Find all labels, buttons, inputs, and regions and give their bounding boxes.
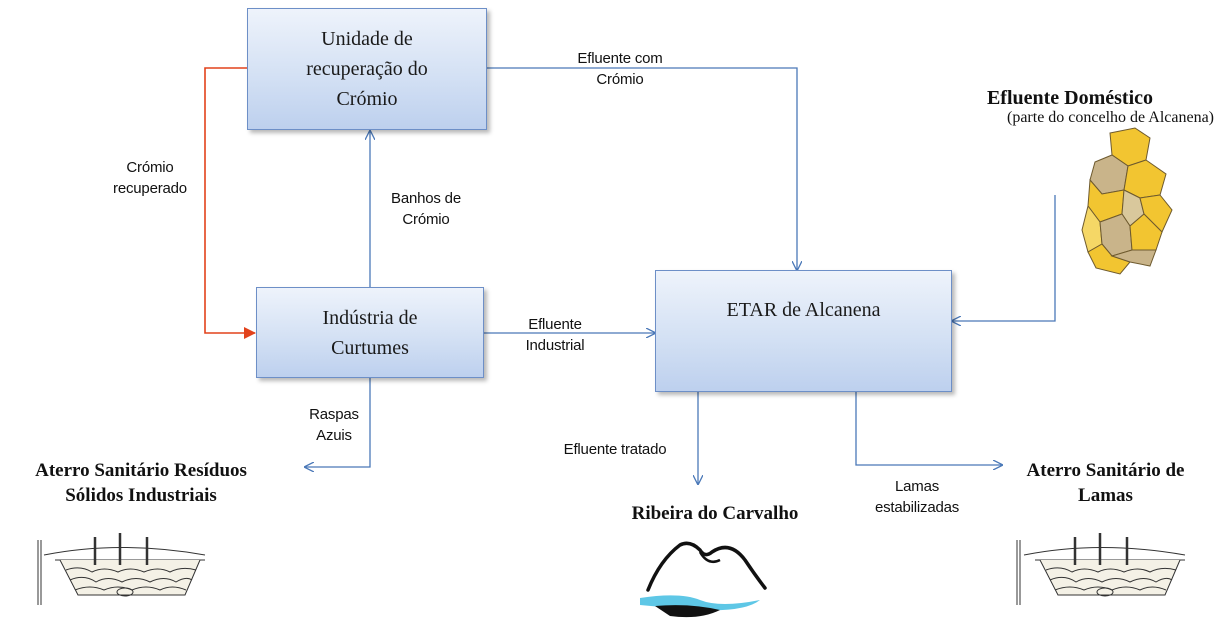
label-chromium-recovered: Crómio recuperado <box>113 159 187 197</box>
industrial-landfill-title: Aterro Sanitário Resíduos Sólidos Indust… <box>35 460 247 506</box>
tannery-box: Indústria de Curtumes <box>256 287 484 378</box>
label-chromium-baths: Banhos de Crómio <box>391 190 461 228</box>
arrow-domestic-effluent <box>952 195 1056 321</box>
arrow-effluent-chromium <box>487 67 797 270</box>
label-blue-scrapings: Raspas Azuis <box>309 406 359 444</box>
label-treated-effluent: Efluente tratado <box>563 441 667 458</box>
label-stabilized-sludge: Lamas estabilizadas <box>874 478 960 516</box>
domestic-effluent-title: Efluente Doméstico <box>986 87 1154 109</box>
domestic-effluent-subtitle: (parte do concelho de Alcanena) <box>1007 109 1215 126</box>
tannery-label: Indústria de Curtumes <box>322 306 418 359</box>
etar-label: ETAR de Alcanena <box>726 299 881 321</box>
river-title: Ribeira do Carvalho <box>631 503 799 524</box>
etar-box: ETAR de Alcanena <box>655 270 952 392</box>
arrow-chromium-recovered <box>204 67 256 339</box>
arrow-blue-scrapings <box>305 378 371 467</box>
label-industrial-effluent: Efluente Industrial <box>525 316 585 354</box>
sludge-landfill-title: Aterro Sanitário de Lamas <box>1026 460 1185 506</box>
recovery-unit-label: Unidade de recuperação do Crómio <box>306 28 428 110</box>
arrow-stabilized-sludge <box>855 392 1002 465</box>
label-effluent-chromium: Efluente com Crómio <box>577 50 663 88</box>
recovery-unit-box: Unidade de recuperação do Crómio <box>247 8 487 130</box>
